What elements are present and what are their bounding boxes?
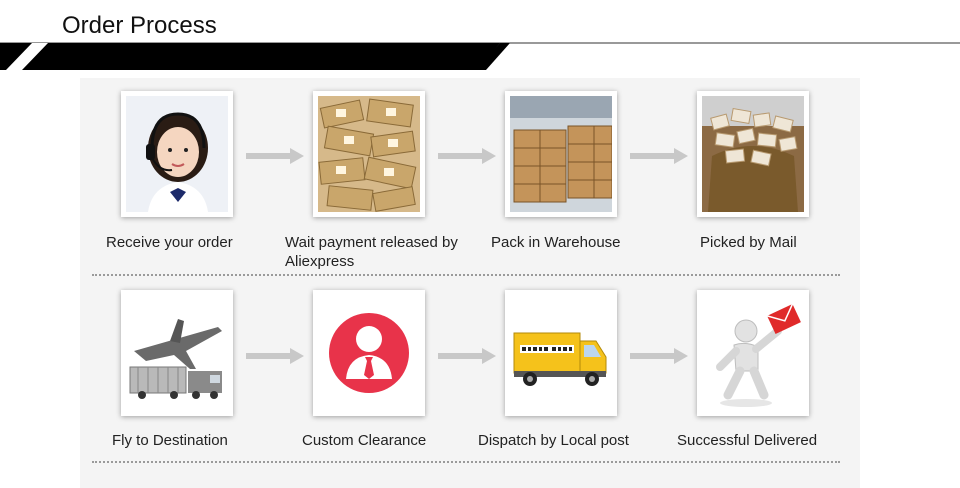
arrow-right-icon	[246, 148, 304, 164]
delivery-truck-icon	[510, 295, 612, 411]
step-8-image	[697, 290, 809, 416]
arrow-right-icon	[630, 148, 688, 164]
step-4-image	[697, 91, 809, 217]
step-5-image	[121, 290, 233, 416]
step-1-label: Receive your order	[106, 234, 233, 251]
step-6-label: Custom Clearance	[302, 432, 427, 449]
customs-officer-icon	[318, 295, 420, 411]
money-stack-icon	[318, 96, 420, 212]
step-4-label: Picked by Mail	[700, 234, 797, 251]
page-title: Order Process	[62, 12, 217, 39]
step-3-image	[505, 91, 617, 217]
step-6-image	[313, 290, 425, 416]
header-banner	[0, 42, 960, 70]
arrow-right-icon	[438, 148, 496, 164]
step-7-label: Dispatch by Local post	[478, 432, 629, 449]
step-1-image	[121, 91, 233, 217]
step-5-label: Fly to Destination	[112, 432, 228, 449]
step-2-label: Wait payment released by Aliexpress	[285, 234, 458, 270]
warehouse-boxes-icon	[510, 96, 612, 212]
row-divider	[92, 274, 840, 276]
arrow-right-icon	[438, 348, 496, 364]
row-divider	[92, 461, 840, 463]
delivered-envelope-icon	[702, 295, 804, 411]
parcel-sack-icon	[702, 96, 804, 212]
step-8-label: Successful Delivered	[677, 432, 818, 449]
airplane-truck-icon	[126, 295, 228, 411]
step-7-image	[505, 290, 617, 416]
arrow-right-icon	[246, 348, 304, 364]
arrow-right-icon	[630, 348, 688, 364]
step-3-label: Pack in Warehouse	[491, 234, 621, 251]
customer-service-agent-icon	[126, 96, 228, 212]
step-2-image	[313, 91, 425, 217]
